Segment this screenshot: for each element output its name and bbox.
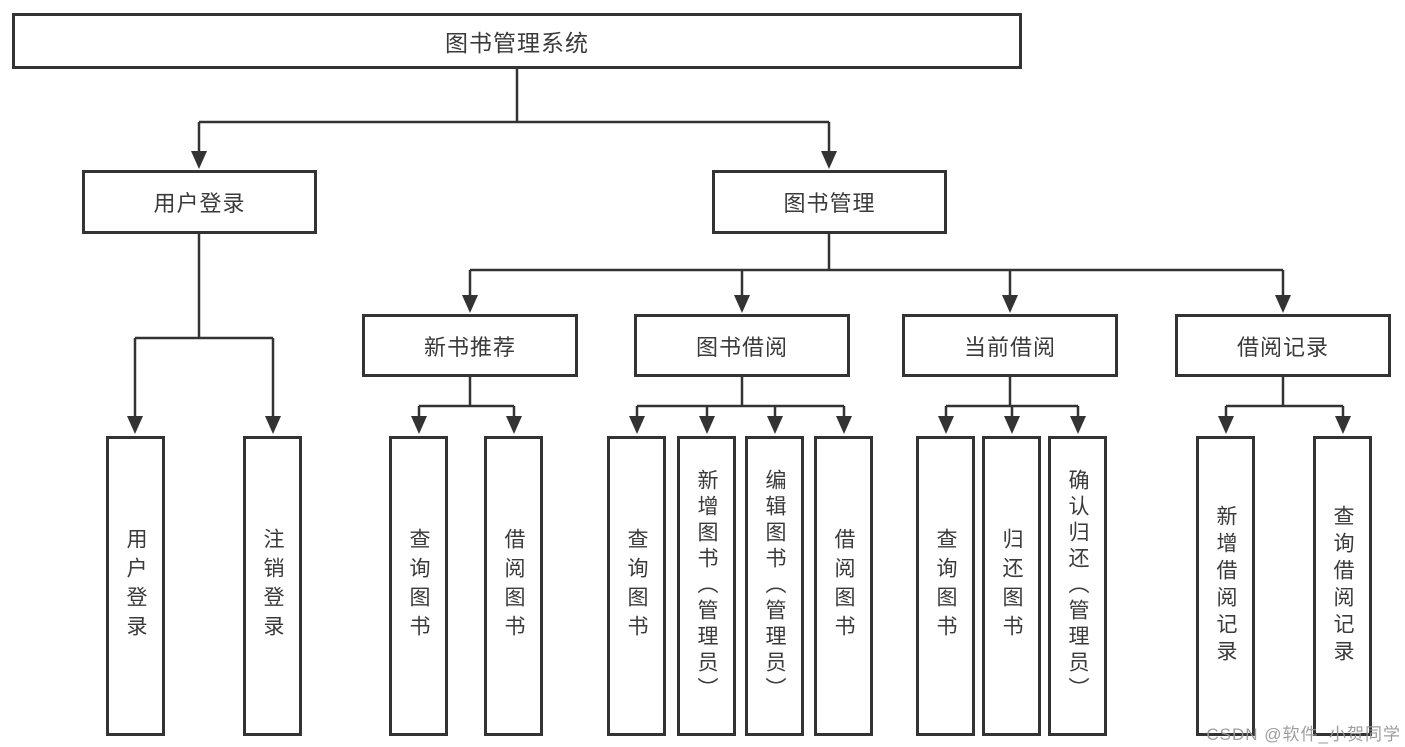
node-book-borrow: 图书借阅 xyxy=(634,314,850,377)
leaf-current-return-book: 归还图书 xyxy=(982,436,1041,736)
leaf-logout-login: 注销登录 xyxy=(243,436,302,736)
csdn-watermark: CSDN @软件_小贺同学 xyxy=(1206,725,1401,744)
leaf-borrow-add-book-admin: 新增图书（管理员） xyxy=(677,436,736,736)
leaf-borrow-edit-book-admin: 编辑图书（管理员） xyxy=(745,436,804,736)
leaf-recommend-borrow-book: 借阅图书 xyxy=(484,436,543,736)
node-library-system: 图书管理系统 xyxy=(12,13,1022,69)
node-new-book-recommend: 新书推荐 xyxy=(362,314,578,377)
arrowheads xyxy=(127,151,1351,434)
leaf-current-confirm-return-admin: 确认归还（管理员） xyxy=(1048,436,1107,736)
leaf-current-query-book: 查询图书 xyxy=(916,436,975,736)
leaf-recommend-query-book: 查询图书 xyxy=(389,436,448,736)
leaf-borrow-borrow-book: 借阅图书 xyxy=(814,436,873,736)
node-borrow-records: 借阅记录 xyxy=(1175,314,1391,377)
leaf-records-query-record: 查询借阅记录 xyxy=(1313,436,1372,736)
node-user-login: 用户登录 xyxy=(82,170,317,234)
leaf-user-login: 用户登录 xyxy=(106,436,165,736)
leaf-records-add-record: 新增借阅记录 xyxy=(1196,436,1255,736)
node-book-management: 图书管理 xyxy=(712,170,947,234)
leaf-borrow-query-book: 查询图书 xyxy=(607,436,666,736)
node-current-borrow: 当前借阅 xyxy=(902,314,1118,377)
